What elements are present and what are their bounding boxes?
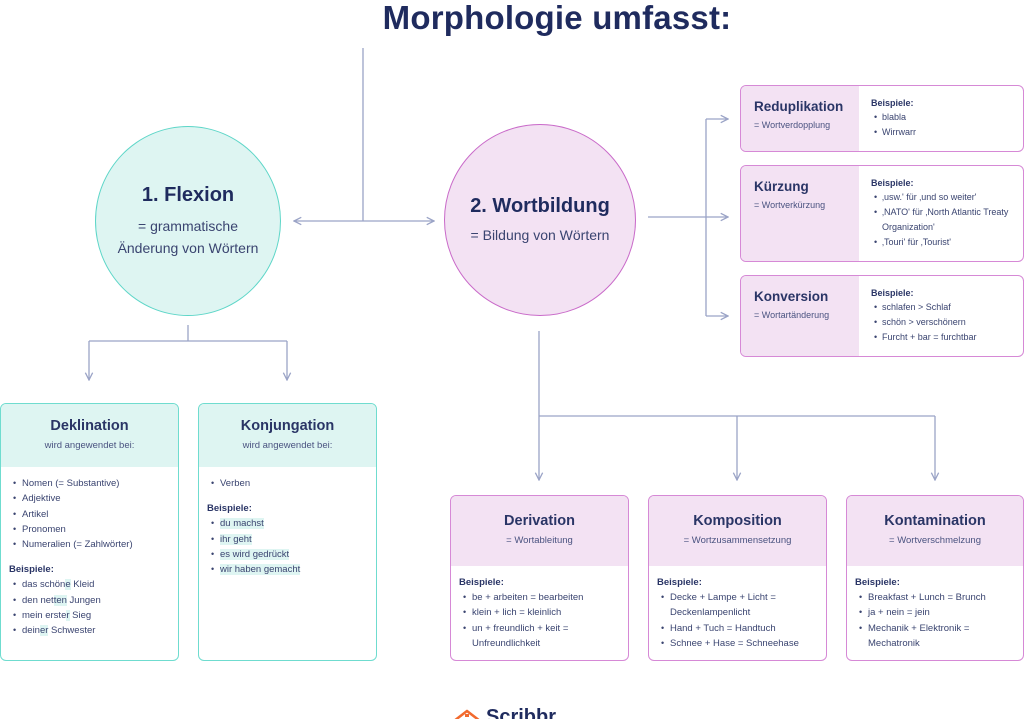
- kuerzung-title: Kürzung: [754, 179, 809, 194]
- derivation-card: Derivation = Wortableitung Beispiele: be…: [450, 495, 629, 661]
- example-item: ihr geht: [207, 532, 368, 547]
- example-item: ‚usw.' für ‚und so weiter': [871, 190, 1011, 205]
- wortbildung-circle: 2. Wortbildung = Bildung von Wörtern: [444, 124, 636, 316]
- example-item: schlafen > Schlaf: [871, 300, 1023, 315]
- derivation-subtitle: = Wortableitung: [506, 535, 573, 546]
- konjugation-subtitle: wird angewendet bei:: [242, 440, 333, 451]
- example-item: es wird gedrückt: [207, 547, 368, 562]
- examples-label: Beispiele:: [9, 564, 54, 576]
- examples-label: Beispiele:: [459, 577, 504, 588]
- konjugation-card: Konjungation wird angewendet bei: Verben…: [198, 403, 377, 661]
- page-title: Morphologie umfasst:: [382, 0, 732, 36]
- flexion-subtitle-1: = grammatische: [138, 217, 238, 234]
- konversion-card: Konversion = Wortartänderung Beispiele: …: [740, 275, 1024, 357]
- example-item: du machst: [207, 516, 368, 532]
- logo-text: Scribbr: [486, 706, 557, 719]
- example-item: das schöne Kleid: [9, 577, 170, 593]
- inflection-highlight: ten: [53, 594, 67, 606]
- flexion-circle: 1. Flexion = grammatische Änderung von W…: [95, 126, 281, 316]
- inflection-highlight: er: [39, 625, 49, 637]
- example-item: ja + nein = jein: [855, 605, 1015, 621]
- example-item: Breakfast + Lunch = Brunch: [855, 590, 1015, 606]
- example-item: be + arbeiten = bearbeiten: [459, 590, 620, 606]
- example-item: ‚NATO' für ‚North Atlantic Treaty Organi…: [871, 205, 1011, 235]
- deklination-card: Deklination wird angewendet bei: Nomen (…: [0, 403, 179, 661]
- konjugation-title: Konjungation: [240, 418, 335, 434]
- graduation-house-icon: [454, 709, 480, 719]
- example-item: blabla: [871, 110, 1023, 125]
- applies-item: Adjektive: [9, 491, 170, 507]
- examples-label: Beispiele:: [657, 577, 702, 588]
- examples-label: Beispiele:: [855, 577, 900, 588]
- reduplikation-title: Reduplikation: [754, 99, 844, 114]
- examples-label: Beispiele:: [871, 178, 914, 188]
- examples-label: Beispiele:: [871, 98, 914, 108]
- applies-item: Pronomen: [9, 522, 170, 538]
- example-item: klein + lich = kleinlich: [459, 605, 620, 621]
- example-item: un + freundlich + keit = Unfreundlichkei…: [459, 621, 620, 652]
- deklination-subtitle: wird angewendet bei:: [44, 440, 135, 451]
- inflection-highlight: e: [65, 579, 71, 591]
- example-item: Hand + Tuch = Handtuch: [657, 621, 818, 637]
- example-item: ‚Touri' für ‚Tourist': [871, 235, 1011, 250]
- applies-item: Nomen (= Substantive): [9, 476, 170, 492]
- example-item: Schnee + Hase = Schneehase: [657, 636, 818, 652]
- example-item: den netten Jungen: [9, 593, 170, 609]
- example-item: deiner Schwester: [9, 623, 170, 639]
- kuerzung-subtitle: = Wortverkürzung: [754, 200, 826, 210]
- kuerzung-card: Kürzung = Wortverkürzung Beispiele: ‚usw…: [740, 165, 1024, 262]
- examples-label: Beispiele:: [871, 288, 914, 298]
- wortbildung-subtitle: = Bildung von Wörtern: [470, 226, 610, 243]
- example-item: Mechanik + Elektronik = Mechatronik: [855, 621, 1015, 652]
- example-item: wir haben gemacht: [207, 562, 368, 578]
- kontamination-subtitle: = Wortverschmelzung: [889, 535, 981, 546]
- reduplikation-subtitle: = Wortverdopplung: [754, 120, 831, 130]
- flexion-title: 1. Flexion: [141, 183, 235, 206]
- wortbildung-title: 2. Wortbildung: [470, 194, 610, 217]
- reduplikation-card: Reduplikation = Wortverdopplung Beispiel…: [740, 85, 1024, 152]
- applies-item: Artikel: [9, 507, 170, 523]
- example-item: Wirrwarr: [871, 125, 1023, 140]
- kontamination-title: Kontamination: [884, 513, 986, 529]
- example-item: Decke + Lampe + Licht = Deckenlampenlich…: [657, 590, 818, 621]
- scribbr-logo: Scribbr: [452, 705, 556, 719]
- komposition-title: Komposition: [693, 513, 782, 529]
- applies-item: Numeralien (= Zahlwörter): [9, 537, 170, 553]
- konversion-subtitle: = Wortartänderung: [754, 310, 830, 320]
- derivation-title: Derivation: [504, 513, 575, 529]
- deklination-title: Deklination: [50, 418, 129, 434]
- applies-item: Verben: [207, 476, 368, 492]
- example-item: Furcht + bar = furchtbar: [871, 330, 1023, 345]
- inflection-highlight: r: [66, 610, 70, 622]
- komposition-subtitle: = Wortzusammensetzung: [683, 535, 792, 546]
- example-item: mein erster Sieg: [9, 608, 170, 624]
- konversion-title: Konversion: [754, 289, 829, 304]
- example-item: schön > verschönern: [871, 315, 1023, 330]
- kontamination-card: Kontamination = Wortverschmelzung Beispi…: [846, 495, 1024, 661]
- komposition-card: Komposition = Wortzusammensetzung Beispi…: [648, 495, 827, 661]
- flexion-subtitle-2: Änderung von Wörtern: [117, 239, 259, 256]
- examples-label: Beispiele:: [207, 503, 252, 515]
